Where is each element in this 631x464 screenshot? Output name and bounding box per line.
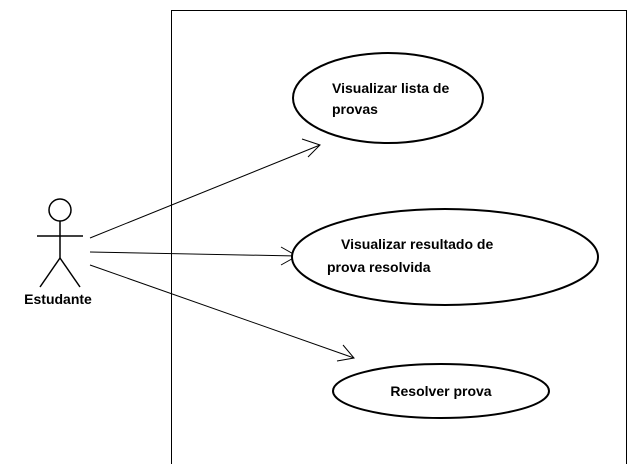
association-resultado [89, 246, 299, 266]
use-case-ellipse [292, 52, 484, 144]
arrow-head [336, 344, 355, 362]
use-case-resolver-prova: Resolver prova [332, 363, 550, 419]
arrow-head [301, 138, 321, 158]
system-boundary [171, 10, 627, 464]
actor-head [48, 198, 72, 222]
use-case-visualizar-resultado: Visualizar resultado de prova resolvida [291, 208, 599, 306]
use-case-ellipse [332, 363, 550, 419]
actor-right-leg [59, 257, 81, 288]
actor-left-leg [39, 257, 61, 288]
actor-estudante: Estudante [24, 198, 92, 307]
use-case-label-line2: provas [332, 101, 378, 117]
use-case-visualizar-lista: Visualizar lista de provas [292, 52, 484, 144]
use-case-label-line1: Visualizar resultado de [341, 236, 493, 252]
use-case-ellipse [291, 208, 599, 306]
use-case-label-line1: Visualizar lista de [332, 80, 449, 96]
association-resolver [89, 264, 355, 362]
use-case-label-line1: Resolver prova [390, 383, 491, 399]
actor-label: Estudante [24, 291, 92, 307]
use-case-label-line2: prova resolvida [327, 259, 431, 275]
association-lista [89, 138, 321, 239]
